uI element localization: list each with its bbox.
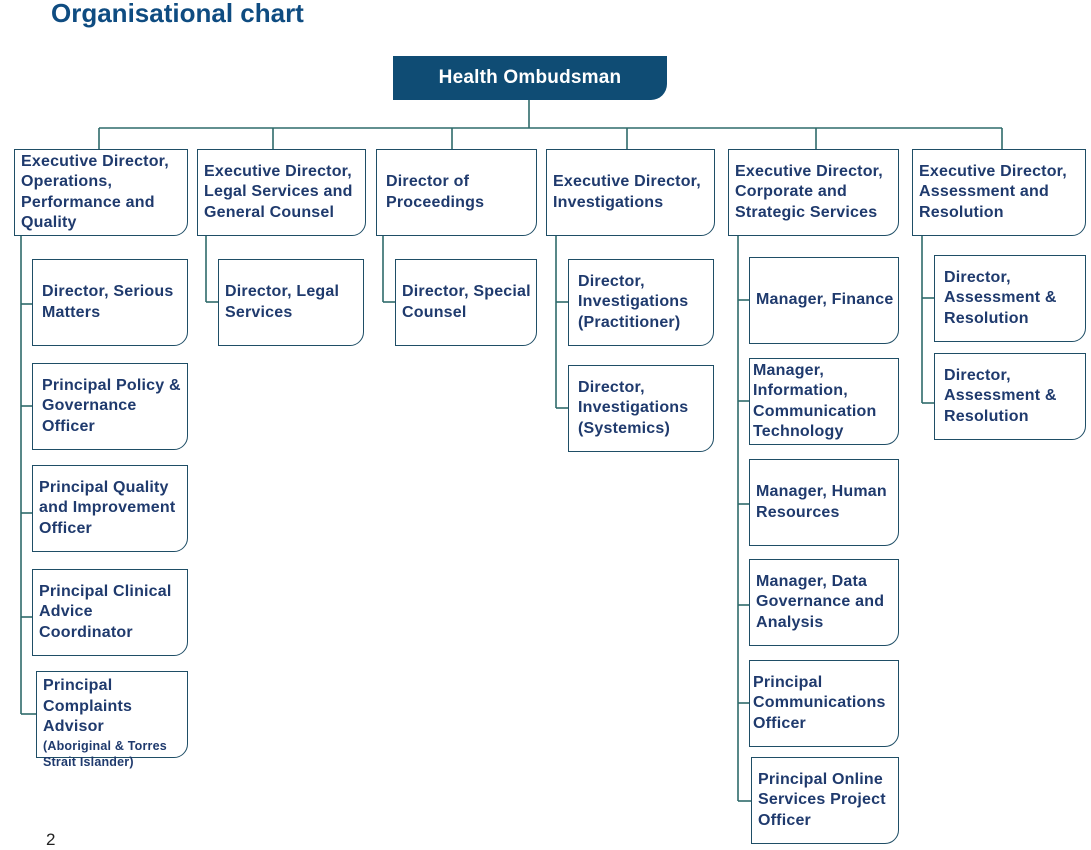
manager-finance-label: Manager, Finance [756, 291, 894, 309]
manager-ict-label: Manager, Information, Communication Tech… [753, 361, 877, 441]
director-investigations-practitioner-box: Director, Investigations (Practitioner) [568, 259, 714, 346]
principal-complaints-advisor-label: Principal Complaints Advisor [43, 677, 133, 735]
director-of-proceedings-label: Director of Proceedings [386, 173, 485, 211]
principal-complaints-advisor-box: Principal Complaints Advisor (Aboriginal… [36, 671, 188, 769]
root-node-health-ombudsman: Health Ombudsman [393, 56, 667, 100]
principal-communications-officer-box: Principal Communications Officer [749, 660, 899, 747]
director-investigations-systemics-label: Director, Investigations (Systemics) [578, 378, 689, 437]
director-legal-services-label: Director, Legal Services [225, 283, 340, 321]
director-assessment-resolution-2-label: Director, Assessment & Resolution [944, 366, 1057, 425]
manager-human-resources-box: Manager, Human Resources [749, 459, 899, 546]
principal-complaints-advisor-note: (Aboriginal & Torres Strait Islander) [43, 738, 167, 769]
manager-human-resources-label: Manager, Human Resources [756, 483, 887, 521]
exec-director-legal-box: Executive Director, Legal Services and G… [197, 149, 366, 236]
manager-data-governance-label: Manager, Data Governance and Analysis [756, 572, 885, 631]
manager-finance-box: Manager, Finance [749, 257, 899, 344]
director-special-counsel-box: Director, Special Counsel [395, 259, 537, 346]
exec-director-corporate-box: Executive Director, Corporate and Strate… [728, 149, 899, 236]
exec-director-assessment-label: Executive Director, Assessment and Resol… [919, 162, 1067, 221]
exec-director-assessment-box: Executive Director, Assessment and Resol… [912, 149, 1086, 236]
director-assessment-resolution-1-label: Director, Assessment & Resolution [944, 268, 1057, 327]
director-special-counsel-label: Director, Special Counsel [402, 283, 531, 321]
director-serious-matters-label: Director, Serious Matters [42, 283, 174, 321]
director-investigations-systemics-box: Director, Investigations (Systemics) [568, 365, 714, 452]
exec-director-operations-box: Executive Director, Operations, Performa… [14, 149, 188, 236]
director-investigations-practitioner-label: Director, Investigations (Practitioner) [578, 272, 689, 331]
principal-online-services-box: Principal Online Services Project Office… [751, 757, 899, 844]
director-of-proceedings-box: Director of Proceedings [376, 149, 537, 236]
director-assessment-resolution-2-box: Director, Assessment & Resolution [934, 353, 1086, 440]
exec-director-investigations-label: Executive Director, Investigations [553, 173, 701, 211]
page-number: 2 [46, 830, 56, 849]
exec-director-investigations-box: Executive Director, Investigations [546, 149, 715, 236]
manager-data-governance-box: Manager, Data Governance and Analysis [749, 559, 899, 646]
exec-director-corporate-label: Executive Director, Corporate and Strate… [735, 162, 883, 221]
page-title: Organisational chart [51, 0, 304, 28]
principal-quality-officer-label: Principal Quality and Improvement Office… [39, 478, 176, 537]
director-assessment-resolution-1-box: Director, Assessment & Resolution [934, 255, 1086, 342]
director-legal-services-box: Director, Legal Services [218, 259, 364, 346]
principal-policy-officer-label: Principal Policy & Governance Officer [42, 376, 181, 435]
principal-clinical-advice-label: Principal Clinical Advice Coordinator [39, 582, 172, 641]
principal-clinical-advice-box: Principal Clinical Advice Coordinator [32, 569, 188, 656]
principal-communications-officer-label: Principal Communications Officer [753, 673, 886, 732]
exec-director-operations-label: Executive Director, Operations, Performa… [21, 152, 169, 232]
principal-quality-officer-box: Principal Quality and Improvement Office… [32, 465, 188, 552]
manager-ict-box: Manager, Information, Communication Tech… [749, 358, 899, 445]
director-serious-matters-box: Director, Serious Matters [32, 259, 188, 346]
principal-online-services-label: Principal Online Services Project Office… [758, 770, 886, 829]
principal-policy-officer-box: Principal Policy & Governance Officer [32, 363, 188, 450]
exec-director-legal-label: Executive Director, Legal Services and G… [204, 162, 353, 221]
